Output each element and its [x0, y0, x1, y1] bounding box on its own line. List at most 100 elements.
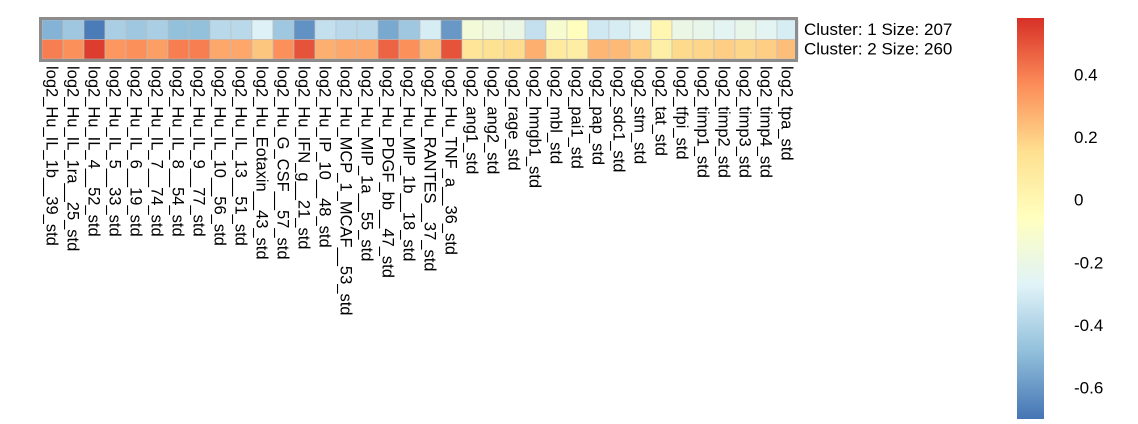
- heatmap-cell: [293, 19, 316, 40]
- heatmap-cell: [461, 19, 484, 40]
- heatmap-cell: [734, 39, 757, 60]
- column-label: log2_tfpi_std: [673, 66, 691, 160]
- heatmap-cell: [209, 39, 232, 60]
- heatmap-cell: [587, 39, 610, 60]
- color-legend: 0.40.20-0.2-0.4-0.6: [1017, 18, 1103, 419]
- heatmap-cell: [83, 39, 106, 60]
- heatmap-cell: [272, 39, 295, 60]
- heatmap-cell: [335, 19, 358, 40]
- legend-tick-label: -0.4: [1074, 316, 1103, 335]
- heatmap-cell: [83, 19, 106, 40]
- heatmap-cell: [398, 39, 421, 60]
- column-label: log2_timp1_std: [694, 66, 712, 178]
- legend-tick-label: -0.2: [1074, 253, 1103, 272]
- column-label: log2_timp2_std: [715, 66, 733, 178]
- heatmap-cell: [272, 19, 295, 40]
- heatmap-cell: [776, 39, 799, 60]
- heatmap-cell: [419, 39, 442, 60]
- column-label: log2_Hu_Eotaxin__43_std: [253, 66, 271, 260]
- heatmap-cell: [503, 19, 526, 40]
- heatmap-cell: [587, 19, 610, 40]
- column-label: log2_ang2_std: [484, 66, 502, 174]
- heatmap-cell: [608, 19, 631, 40]
- column-label: log2_Hu_RANTES__37_std: [421, 66, 439, 271]
- heatmap-cell: [566, 39, 589, 60]
- heatmap-cell: [482, 19, 505, 40]
- column-label: log2_tat_std: [652, 66, 670, 156]
- heatmap-cell: [104, 19, 127, 40]
- column-label: log2_Hu_IL_13__51_std: [232, 66, 250, 246]
- column-label: log2_hmgb1_std: [526, 66, 544, 188]
- legend-ticks: 0.40.20-0.2-0.4-0.6: [1074, 65, 1103, 397]
- column-label: log2_timp3_std: [736, 66, 754, 178]
- heatmap-cell: [41, 19, 64, 40]
- legend-tick-label: 0.4: [1074, 65, 1098, 84]
- column-label: log2_Hu_G_CSF__57_std: [274, 66, 292, 260]
- heatmap-cell: [671, 39, 694, 60]
- row-label: Cluster: 2 Size: 260: [804, 40, 952, 59]
- heatmap-cell: [734, 19, 757, 40]
- heatmap-cell: [62, 19, 85, 40]
- legend-color-bar: [1017, 18, 1044, 419]
- column-label: log2_Hu_IL_1ra__25_std: [64, 66, 82, 251]
- heatmap-cell: [167, 39, 190, 60]
- heatmap-cell: [41, 39, 64, 60]
- legend-tick-label: -0.6: [1074, 379, 1103, 398]
- heatmap-cell: [629, 19, 652, 40]
- heatmap-cell: [314, 39, 337, 60]
- column-label: log2_Hu_TNF_a__36_std: [442, 66, 460, 255]
- column-label: log2_Hu_IL_7__74_std: [148, 66, 166, 237]
- heatmap-cell: [251, 39, 274, 60]
- heatmap-cell: [650, 39, 673, 60]
- heatmap-cell: [419, 19, 442, 40]
- column-label: log2_Hu_MIP_1b__18_std: [400, 66, 418, 261]
- column-label: log2_tpa_std: [778, 66, 796, 161]
- heatmap-cell: [692, 19, 715, 40]
- heatmap-cell: [461, 39, 484, 60]
- heatmap-cell: [188, 39, 211, 60]
- heatmap-cell: [608, 39, 631, 60]
- heatmap-cell: [230, 39, 253, 60]
- heatmap-cell: [167, 19, 190, 40]
- heatmap-cell: [776, 19, 799, 40]
- column-label: log2_rage_std: [505, 66, 523, 171]
- column-label: log2_ang1_std: [463, 66, 481, 174]
- column-label: log2_Hu_IL_6__19_std: [127, 66, 145, 237]
- heatmap-cell: [62, 39, 85, 60]
- heatmap-cell: [188, 19, 211, 40]
- column-label: log2_Hu_MCP_1_MCAF__53_std: [337, 66, 355, 315]
- heatmap-cell: [545, 39, 568, 60]
- heatmap-cell: [755, 19, 778, 40]
- column-label: log2_stm_std: [631, 66, 649, 164]
- heatmap-cell: [356, 39, 379, 60]
- column-label: log2_pai1_std: [568, 66, 586, 169]
- heatmap-cell: [146, 19, 169, 40]
- heatmap-cell: [650, 19, 673, 40]
- column-label: log2_Hu_IL_1b__39_std: [43, 66, 61, 246]
- column-label: log2_Hu_IP_10__48_std: [316, 66, 334, 248]
- heatmap-cell: [524, 39, 547, 60]
- column-label: log2_Hu_PDGF_bb__47_std: [379, 66, 397, 278]
- column-label: log2_Hu_IL_8__54_std: [169, 66, 187, 237]
- row-label: Cluster: 1 Size: 207: [804, 20, 952, 39]
- heatmap-cell: [692, 39, 715, 60]
- heatmap-cell: [104, 39, 127, 60]
- heatmap-cell: [440, 39, 463, 60]
- heatmap-cell: [293, 39, 316, 60]
- heatmap-cell: [314, 19, 337, 40]
- heatmap-cell: [377, 19, 400, 40]
- heatmap-cell: [713, 39, 736, 60]
- heatmap-cell: [524, 19, 547, 40]
- heatmap-cell: [335, 39, 358, 60]
- legend-tick-label: 0: [1074, 191, 1083, 210]
- heatmap-cell: [671, 19, 694, 40]
- heatmap-cell: [125, 19, 148, 40]
- heatmap-cell: [755, 39, 778, 60]
- column-label: log2_Hu_IL_4__52_std: [85, 66, 103, 237]
- heatmap-cell: [146, 39, 169, 60]
- heatmap-cell: [251, 19, 274, 40]
- column-label: log2_timp4_std: [757, 66, 775, 178]
